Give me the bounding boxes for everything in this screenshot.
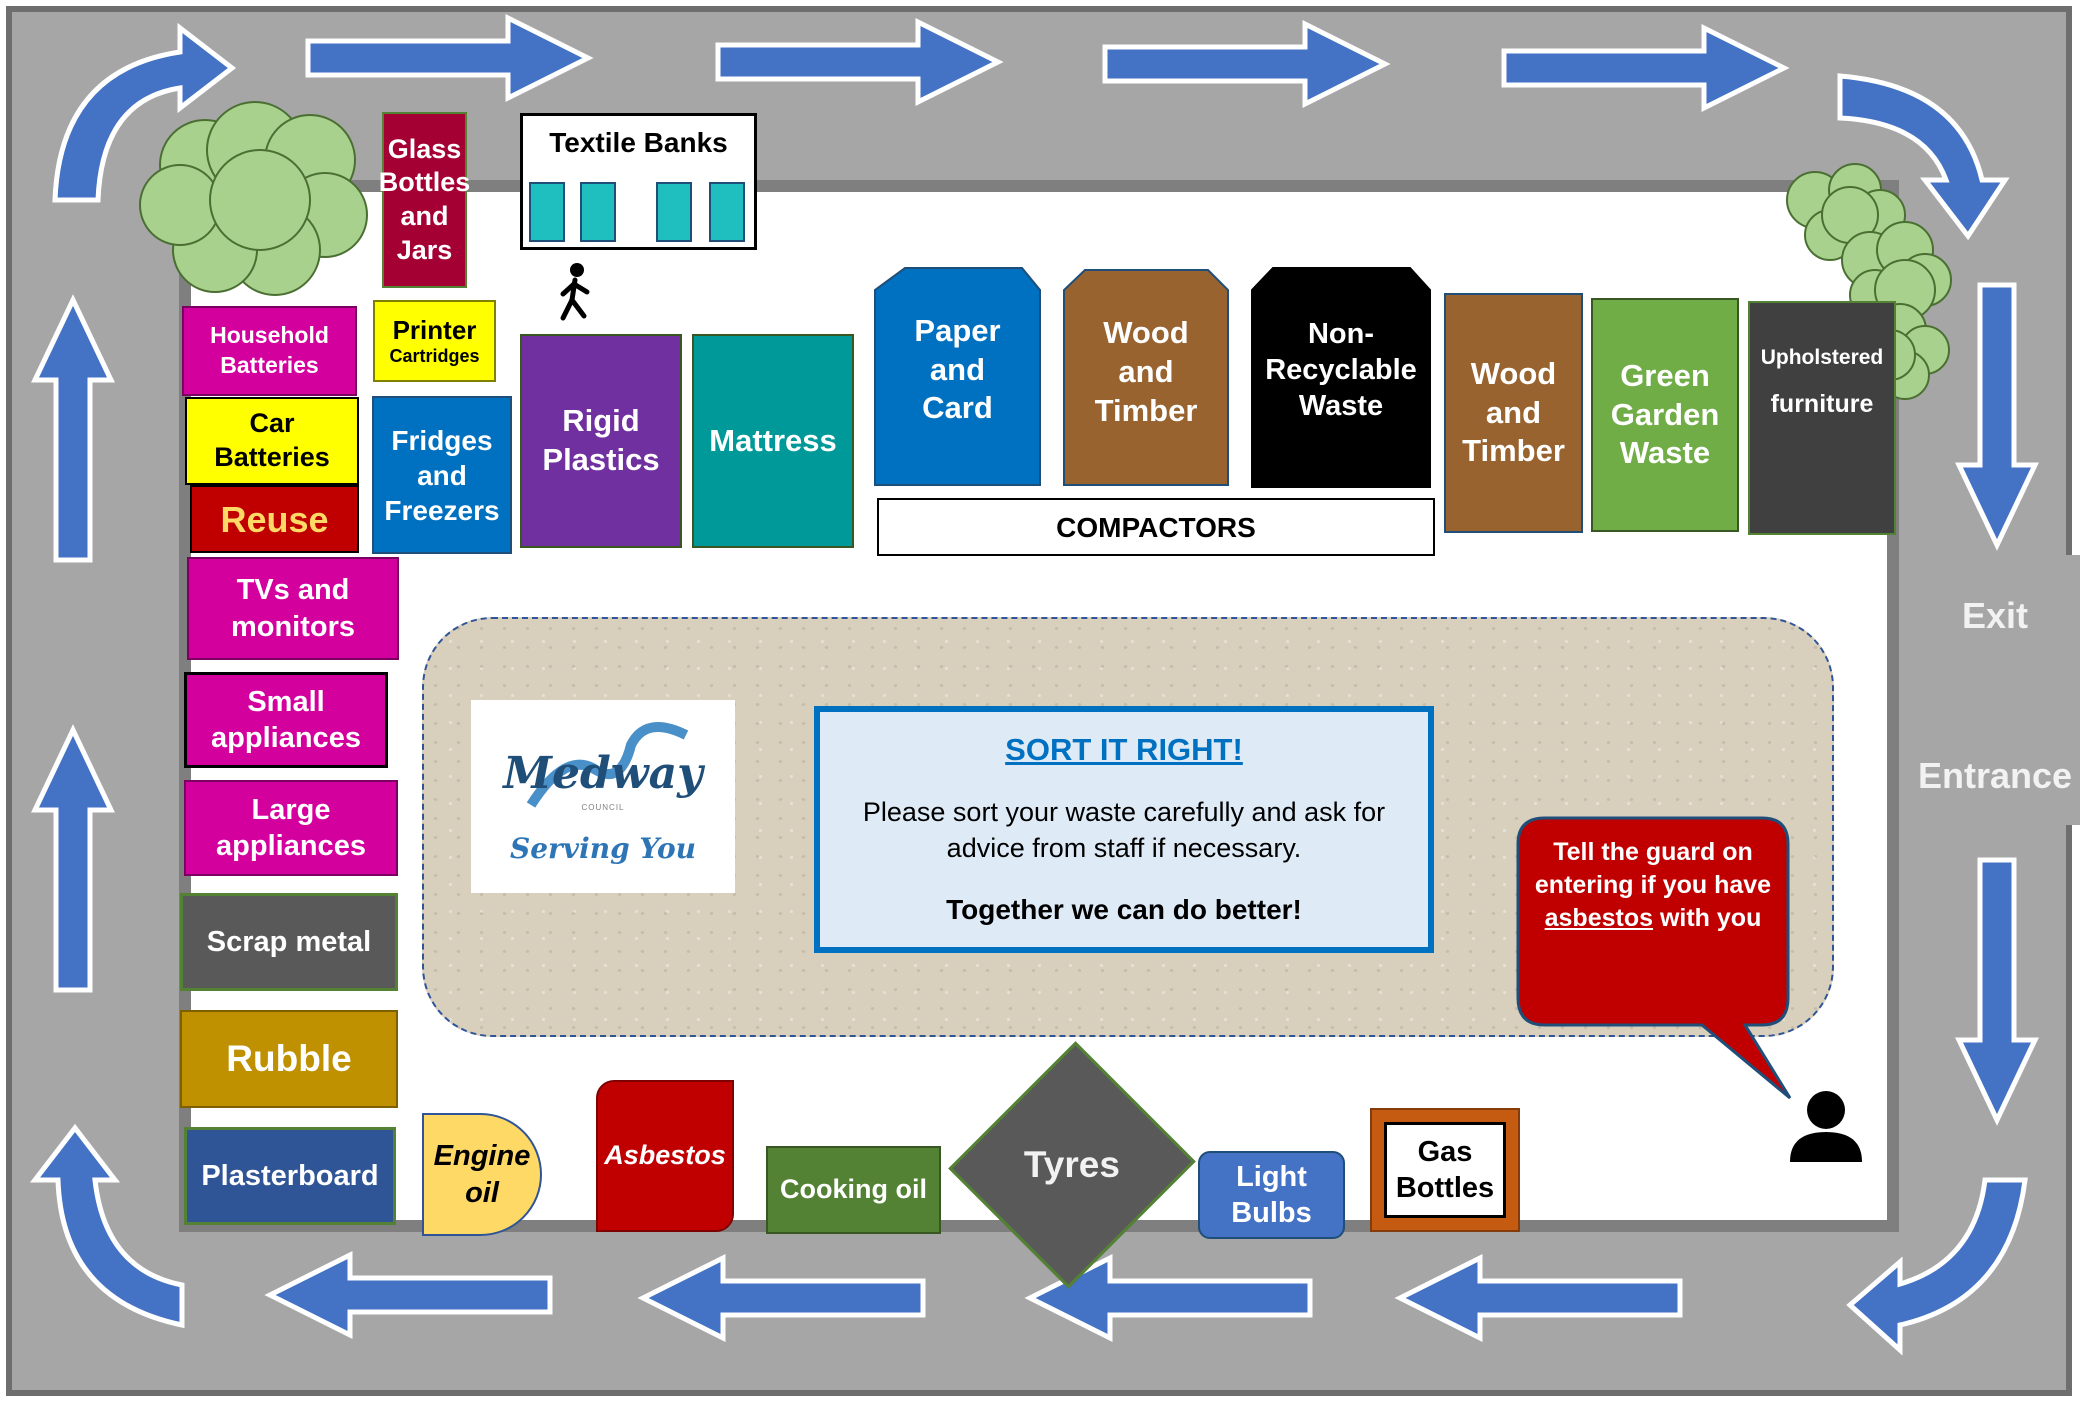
wave-logo-icon (526, 722, 689, 808)
furniture-label: furniture (1770, 390, 1874, 419)
guard-message: Tell the guard on entering if you have a… (1530, 836, 1776, 1006)
paper-card-compactor (874, 267, 1041, 486)
fridges-freezers-bin: Fridges and Freezers (372, 396, 512, 554)
small-appliances-bin: Small appliances (184, 672, 388, 768)
notice-body: Please sort your waste carefully and ask… (862, 797, 1386, 864)
textile-banks-title: Textile Banks (549, 126, 728, 158)
wood-compactor (1063, 269, 1229, 486)
nonrecyclable-label: Non- Recyclable Waste (1265, 317, 1417, 423)
asbestos-highlight: asbestos (1544, 904, 1654, 932)
household-batteries-label: Household Batteries (210, 322, 329, 378)
wood-timber-bin: Wood and Timber (1444, 293, 1583, 533)
corner-arrow-bottom-right-icon (1846, 1177, 2028, 1356)
glass-bottles-bin: Glass Bottles and Jars (379, 112, 470, 288)
nonrecyclable-compactor (1251, 267, 1431, 488)
scrap-metal-bin: Scrap metal (180, 893, 398, 991)
gas-bottles-cage: Gas Bottles (1370, 1108, 1520, 1232)
printer-cartridges-bin: Printer Cartridges (373, 300, 496, 382)
cartridges-label: Cartridges (389, 346, 480, 366)
gas-bottles-label: Gas Bottles (1384, 1122, 1506, 1218)
medway-logo: Medway COUNCIL Serving You (471, 700, 735, 893)
textile-bank (656, 182, 692, 242)
medway-wordmark: Medway (503, 748, 703, 799)
car-batteries-bin: Car Batteries (185, 397, 359, 485)
green-garden-waste-bin: Green Garden Waste (1591, 298, 1739, 532)
guard-message-line2: with you (1659, 904, 1762, 932)
asbestos-bin: Asbestos (596, 1080, 734, 1232)
rubble-bin: Rubble (180, 1010, 398, 1108)
gate-opening (1900, 555, 2080, 825)
compactors-label: COMPACTORS (877, 498, 1435, 556)
exit-label: Exit (1961, 594, 2029, 636)
paper-card-label: Paper and Card (914, 312, 1001, 426)
textile-banks: Textile Banks (520, 113, 757, 250)
textile-bank (529, 182, 565, 242)
tree-icon (1786, 163, 1906, 261)
textile-bank (580, 182, 616, 242)
entrance-label: Entrance (1917, 754, 2073, 796)
cooking-oil-bin: Cooking oil (766, 1146, 941, 1234)
engine-oil-bin: Engine oil (422, 1113, 542, 1236)
rigid-plastics-bin: Rigid Plastics (520, 334, 682, 548)
notice-footer: Together we can do better! (946, 894, 1302, 925)
guard-message-line1: Tell the guard on entering if you have (1534, 838, 1772, 899)
serving-you-slogan: Serving You (510, 832, 696, 865)
tree-icon (139, 101, 368, 296)
upholstered-furniture-bin: Upholstered furniture (1748, 301, 1896, 535)
printer-label: Printer (392, 315, 477, 345)
textile-bank (709, 182, 745, 242)
notice-heading: SORT IT RIGHT! (1005, 732, 1243, 767)
mattress-bin: Mattress (692, 334, 854, 548)
council-label: COUNCIL (581, 803, 625, 812)
light-bulbs-bin: Light Bulbs (1198, 1151, 1345, 1239)
sort-it-right-notice: SORT IT RIGHT! Please sort your waste ca… (814, 706, 1434, 953)
wood-timber-label: Wood and Timber (1094, 315, 1198, 428)
corner-arrow-top-left-icon (52, 22, 237, 203)
household-batteries-bin: Household Batteries (182, 306, 357, 396)
large-appliances-bin: Large appliances (184, 780, 398, 876)
corner-arrow-top-right-icon (1837, 73, 2010, 241)
plasterboard-bin: Plasterboard (184, 1127, 396, 1225)
upholstered-label: Upholstered (1760, 345, 1884, 369)
tvs-monitors-bin: TVs and monitors (187, 557, 399, 660)
corner-arrow-bottom-left-icon (29, 1123, 185, 1329)
reuse-area: Reuse (190, 485, 359, 553)
